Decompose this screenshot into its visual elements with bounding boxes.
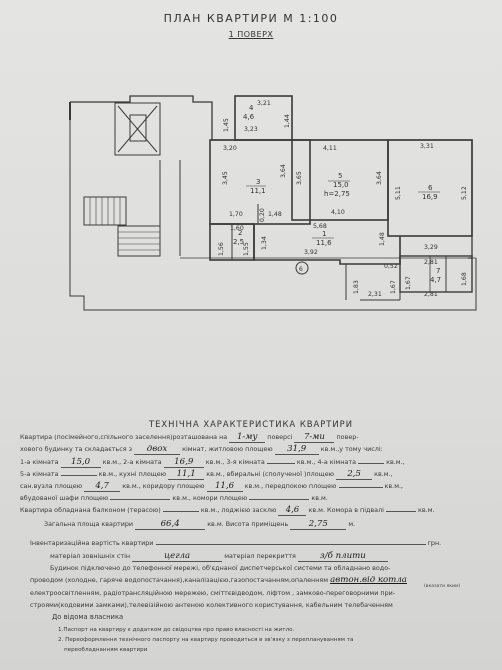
floor-value: 1-му bbox=[229, 432, 266, 443]
line-total-area: Загальна площа квартири 66,4 кв.м. Висот… bbox=[44, 519, 356, 530]
dim-label: 3,92 bbox=[304, 249, 318, 256]
dim-label: 1,44 bbox=[284, 114, 291, 128]
dim-label: 1,34 bbox=[261, 236, 268, 250]
dim-label: 1,70 bbox=[229, 211, 243, 218]
line-kitchen: 5-а кімната кв.м., кухні площею 11,1 кв.… bbox=[20, 469, 393, 480]
dim-label: 3,65 bbox=[296, 171, 303, 185]
dim-label: 1,45 bbox=[223, 118, 230, 132]
line-rooms: хового будинку та складається з двох кім… bbox=[20, 444, 383, 455]
room-4-number: 4 bbox=[249, 104, 254, 112]
line-bath: сан.вузла площею 4,7 кв.м., коридору пло… bbox=[20, 481, 404, 492]
room-1-area: 11,6 bbox=[316, 239, 332, 247]
living-area-value: 31,9 bbox=[274, 444, 319, 455]
line-room-areas: 1-а кімната 15,0 кв.м., 2-а кімната 16,9… bbox=[20, 457, 405, 468]
note-1: 1.Паспорт на квартиру є додатком до свід… bbox=[58, 627, 295, 633]
dim-label: 2,81 bbox=[424, 291, 438, 298]
room-1-number: 1 bbox=[322, 230, 326, 238]
corridor-value: 11,6 bbox=[206, 481, 243, 492]
dim-label: 3,23 bbox=[244, 126, 258, 133]
ceiling-value: з/б плити bbox=[297, 551, 388, 562]
dim-label: 3,21 bbox=[257, 100, 271, 107]
note-2: 2. Переоформлення технічного паспорту на… bbox=[58, 637, 354, 643]
dim-label: 1,55 bbox=[243, 242, 250, 256]
dim-label: 3,45 bbox=[222, 171, 229, 185]
dim-label: 0,20 bbox=[259, 208, 266, 222]
dim-label: 3,64 bbox=[280, 164, 287, 178]
room-2-number: 2 bbox=[238, 229, 242, 237]
room-7-number: 7 bbox=[436, 267, 440, 275]
dim-label: 5,11 bbox=[395, 186, 402, 200]
dim-label: 4,10 bbox=[331, 209, 345, 216]
line-balcony: Квартира обладнана балконом (терасою) кв… bbox=[20, 505, 435, 516]
room1-value: 15,0 bbox=[60, 457, 101, 468]
total-area-value: 66,4 bbox=[135, 519, 206, 530]
dim-label: 3,31 bbox=[420, 143, 434, 150]
dim-label: 1,67 bbox=[390, 280, 397, 294]
line-inventory-value: Інвентаризаційна вартість квартири грн. bbox=[30, 536, 490, 548]
line-utilities-4: строями(кодовими замками),телевізійною а… bbox=[30, 601, 393, 609]
height-value: 2,75 bbox=[290, 519, 347, 530]
toilet-value: 2,5 bbox=[336, 469, 373, 480]
dim-label: 3,20 bbox=[223, 145, 237, 152]
dim-label: 5,68 bbox=[313, 223, 327, 230]
dim-label: 1,83 bbox=[353, 280, 360, 294]
room-5-height: h=2,75 bbox=[324, 190, 350, 198]
floors-total-value: 7-ми bbox=[294, 432, 335, 443]
note-2-continued: переобладнанням квартири bbox=[64, 647, 148, 653]
dim-label: 1,48 bbox=[268, 211, 282, 218]
room-4-area: 4,6 bbox=[243, 113, 255, 121]
loggia-value: 4,6 bbox=[278, 505, 307, 516]
dim-label: 1,68 bbox=[461, 272, 468, 286]
dim-label: 1,67 bbox=[405, 276, 412, 290]
line-utilities-3: електроосвітленням, радіотрансляційною м… bbox=[30, 589, 396, 597]
heating-hint: (вказати яким) bbox=[424, 584, 461, 589]
dim-label: 2,31 bbox=[368, 291, 382, 298]
dim-label: 2,81 bbox=[424, 259, 438, 266]
room-3-number: 3 bbox=[256, 178, 260, 186]
rooms-count-value: двох bbox=[134, 444, 181, 455]
line-utilities-2: проводом (холодне, гаряче водопостачання… bbox=[30, 575, 407, 585]
dim-label: 4,11 bbox=[323, 145, 337, 152]
tech-section-title: ТЕХНІЧНА ХАРАКТЕРИСТИКА КВАРТИРИ bbox=[149, 419, 353, 429]
marker-label: 6 bbox=[299, 266, 303, 273]
walls-value: цегла bbox=[132, 551, 223, 562]
room-2-area: 2,5 bbox=[233, 238, 244, 246]
room-5-number: 5 bbox=[338, 172, 342, 180]
line-utilities-1: Будинок підключено до телефонної мережі,… bbox=[50, 564, 391, 572]
room-6-area: 16,9 bbox=[422, 193, 438, 201]
bath-value: 4,7 bbox=[84, 481, 121, 492]
owner-notice-heading: До відома власника bbox=[52, 613, 124, 621]
line-closet: вбудованої шафи площею кв.м., комори пло… bbox=[20, 491, 490, 503]
room2-value: 16,9 bbox=[163, 457, 204, 468]
dim-label: 5,12 bbox=[461, 186, 468, 200]
dim-label: 1,48 bbox=[379, 232, 386, 246]
plan-title: ПЛАН КВАРТИРИ М 1:100 bbox=[163, 12, 339, 25]
room-5-area: 15,0 bbox=[333, 181, 349, 189]
dim-label: 1,56 bbox=[218, 242, 225, 256]
dim-label: 3,29 bbox=[424, 244, 438, 251]
floor-label: 1 ПОВЕРХ bbox=[228, 30, 274, 39]
line-materials: матеріал зовнішніх стін цегла матеріал п… bbox=[50, 550, 490, 562]
room-7-area: 4,7 bbox=[430, 276, 441, 284]
room-6-number: 6 bbox=[428, 184, 433, 192]
heating-value: автон.від котла bbox=[330, 575, 407, 585]
dim-label: 3,64 bbox=[376, 171, 383, 185]
dim-label: 1,60 bbox=[230, 225, 244, 232]
room-3-area: 11,1 bbox=[250, 187, 266, 195]
line-floor: Квартира (посімейного,спільного заселенн… bbox=[20, 432, 359, 443]
floor-plan-drawing: 4 4,6 3 11,1 5 15,0 h=2,75 6 16,9 2 2,5 … bbox=[69, 95, 477, 311]
dim-label: 0,52 bbox=[384, 263, 398, 270]
kitchen-value: 11,1 bbox=[168, 469, 205, 480]
